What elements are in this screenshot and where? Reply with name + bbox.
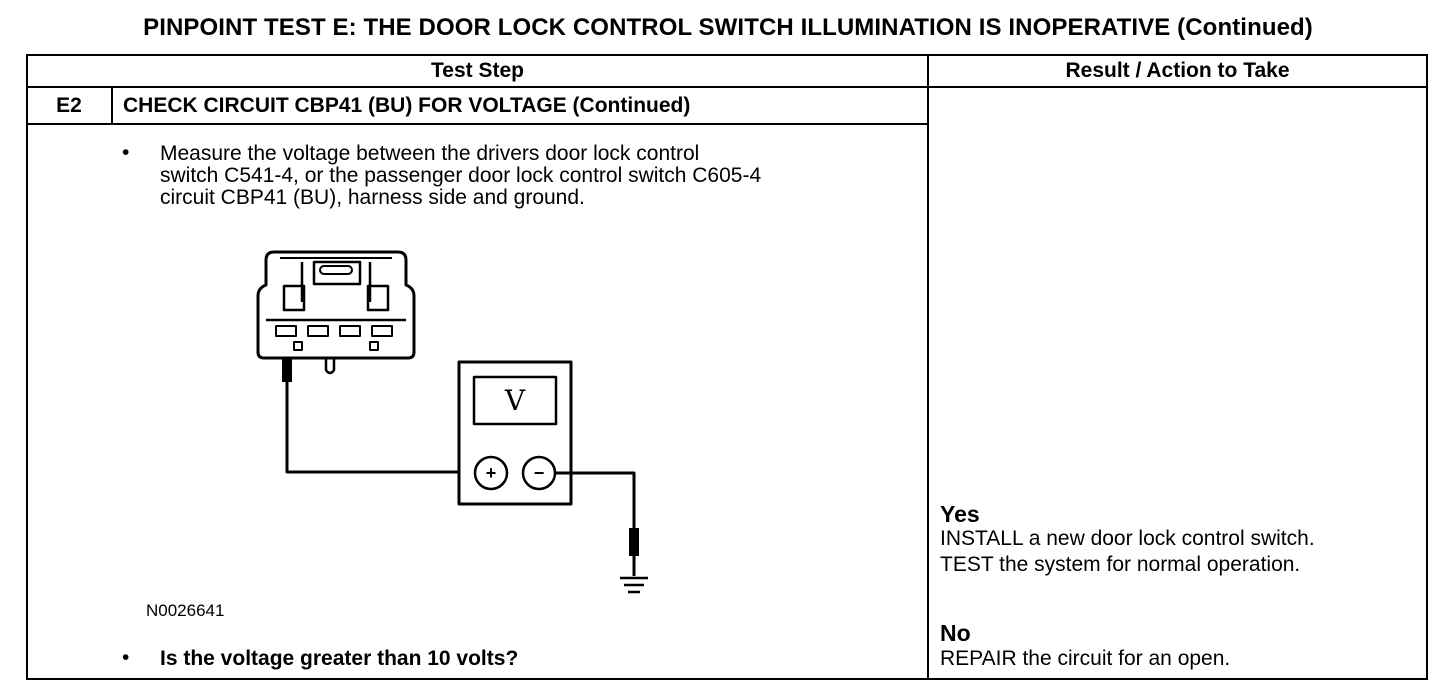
ground-probe-icon xyxy=(555,471,639,576)
instruction-bullet: • xyxy=(122,141,130,164)
instruction-line: Measure the voltage between the drivers … xyxy=(160,142,700,165)
page-title: PINPOINT TEST E: THE DOOR LOCK CONTROL S… xyxy=(143,14,1313,41)
step-question: Is the voltage greater than 10 volts? xyxy=(160,647,519,670)
meter-minus-label: − xyxy=(533,463,545,483)
result-yes-line: TEST the system for normal operation. xyxy=(940,553,1301,576)
instruction-text: Measure the voltage between the drivers … xyxy=(160,143,930,209)
instruction-line: switch C541-4, or the passenger door loc… xyxy=(160,164,762,187)
step-id-divider xyxy=(111,86,113,124)
header-test-step: Test Step xyxy=(431,59,524,82)
result-yes-line: INSTALL a new door lock control switch. xyxy=(940,527,1315,550)
meter-display-label: V xyxy=(504,384,526,417)
positive-probe-icon xyxy=(282,358,459,474)
question-bullet: • xyxy=(122,646,130,669)
ground-icon xyxy=(620,576,648,594)
step-title: CHECK CIRCUIT CBP41 (BU) FOR VOLTAGE (Co… xyxy=(123,94,691,117)
result-yes-label: Yes xyxy=(940,501,980,527)
header-divider xyxy=(26,86,1428,88)
connector-icon xyxy=(256,250,416,375)
meter-plus-label: + xyxy=(485,463,497,483)
instruction-line: circuit CBP41 (BU), harness side and gro… xyxy=(160,186,585,209)
result-no-label: No xyxy=(940,620,971,646)
header-result-action: Result / Action to Take xyxy=(1065,59,1290,82)
figure-id: N0026641 xyxy=(146,601,225,620)
test-table xyxy=(26,54,1428,680)
result-no-line: REPAIR the circuit for an open. xyxy=(940,647,1231,670)
step-title-divider xyxy=(26,123,929,125)
column-divider xyxy=(927,54,929,680)
step-id: E2 xyxy=(56,94,82,117)
